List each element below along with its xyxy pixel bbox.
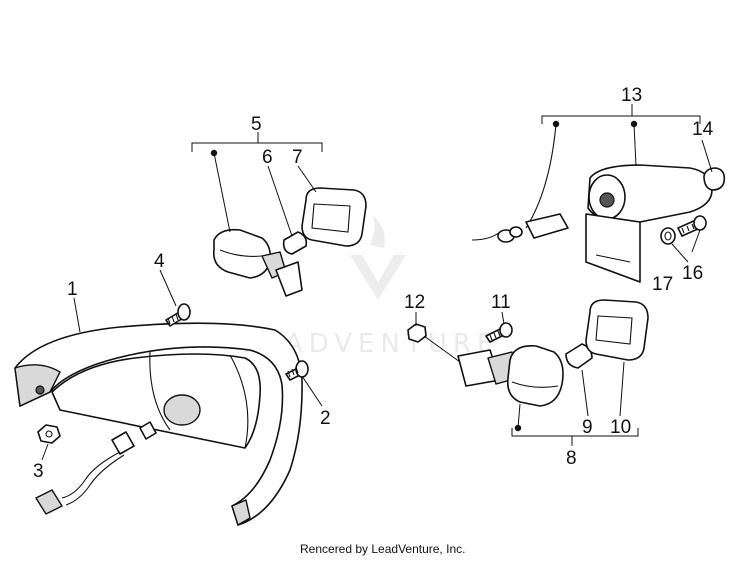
watermark-logo <box>350 215 406 300</box>
callout-8: 8 <box>566 448 577 469</box>
plate-light-housing-13[interactable] <box>585 164 713 283</box>
turn-signal-assembly-8[interactable] <box>457 344 564 407</box>
callout-2: 2 <box>320 408 331 429</box>
washer-17[interactable] <box>660 227 676 245</box>
callout-11: 11 <box>491 292 511 313</box>
callout-10: 10 <box>610 417 631 438</box>
bulb-6[interactable] <box>282 231 308 255</box>
callout-1: 1 <box>67 279 78 300</box>
footer-credit: Rencered by LeadVenture, Inc. <box>300 542 465 556</box>
leader-lines <box>41 104 713 461</box>
screw-4[interactable] <box>165 303 191 327</box>
callout-4: 4 <box>154 251 165 272</box>
rear-light-housing[interactable] <box>14 322 303 526</box>
callout-labels: 1 2 3 4 5 6 7 8 9 10 11 12 13 14 16 17 <box>33 85 714 482</box>
callout-6: 6 <box>262 147 273 168</box>
callout-14: 14 <box>692 119 714 140</box>
lens-10[interactable] <box>585 299 649 361</box>
bulb-14[interactable] <box>703 167 726 191</box>
screw-11[interactable] <box>485 322 513 343</box>
bracket-dots <box>210 120 638 432</box>
callout-16: 16 <box>682 263 703 284</box>
screw-2[interactable] <box>285 360 309 381</box>
callout-7: 7 <box>292 147 303 168</box>
callout-12: 12 <box>404 292 425 313</box>
nut-3[interactable] <box>37 424 61 444</box>
callout-9: 9 <box>582 417 593 438</box>
turn-signal-assembly-5[interactable] <box>212 228 303 297</box>
bulb-9[interactable] <box>565 343 593 369</box>
rear-bulb-holder-wiring[interactable] <box>35 421 157 515</box>
lens-7[interactable] <box>301 187 367 247</box>
callout-5: 5 <box>251 114 262 135</box>
callout-13: 13 <box>621 85 642 106</box>
callout-3: 3 <box>33 461 44 482</box>
screw-16[interactable] <box>677 215 707 237</box>
callout-17: 17 <box>652 274 673 295</box>
plate-light-wiring[interactable] <box>471 123 569 243</box>
housing-lens-circle <box>163 394 201 426</box>
